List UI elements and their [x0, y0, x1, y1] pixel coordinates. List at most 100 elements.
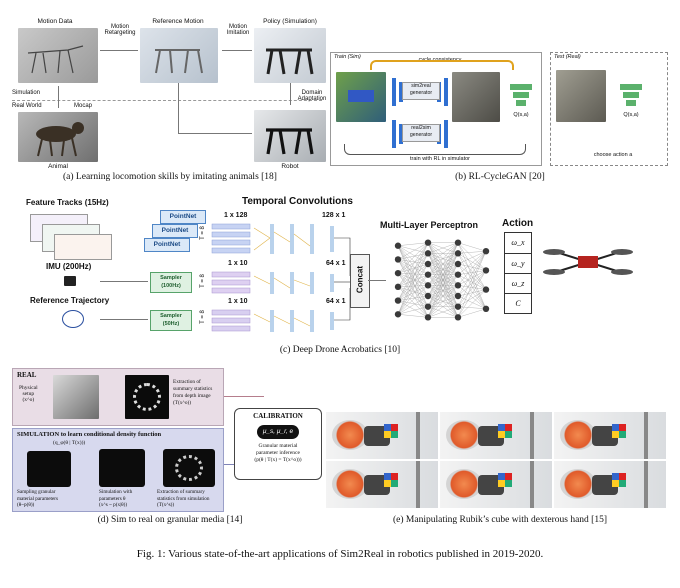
policy-sim-image: [254, 28, 326, 83]
cube-image: [612, 424, 626, 438]
mlp-edge: [457, 263, 487, 271]
mlp-edge: [397, 245, 429, 297]
rubiks-grid: [326, 412, 668, 510]
feature-track-images: [30, 214, 114, 260]
label-t8-1: T = 8: [199, 226, 206, 240]
figure-caption: Fig. 1: Various state-of-the-art applica…: [136, 548, 544, 560]
real-box: REAL Physical setup (x^o) Extraction of …: [12, 368, 224, 426]
caption-e: (e) Manipulating Rubik’s cube with dexte…: [393, 515, 607, 525]
hand-image: [364, 475, 390, 495]
flow-ref-down: [178, 83, 179, 133]
mlp-edge: [397, 242, 429, 301]
mlp-node: [454, 260, 462, 268]
mlp-edge: [427, 242, 459, 254]
mlp-node: [424, 260, 432, 268]
mlp-edge: [427, 274, 459, 318]
robot-arm-image: [560, 469, 596, 499]
mlp-edge: [397, 300, 429, 318]
label-temporal-conv: Temporal Convolutions: [242, 196, 353, 207]
mlp-edge: [457, 251, 487, 286]
mu-badge: μ_s, μ_r, e: [257, 425, 299, 439]
temporal-conv-graphic: [210, 222, 360, 342]
mlp-edge: [457, 253, 487, 309]
drone-image: [540, 242, 636, 282]
mlp-edge: [397, 245, 429, 307]
mlp-edge: [427, 295, 459, 318]
mlp-node: [454, 250, 462, 257]
robot-arm-image: [332, 420, 368, 450]
mlp-node: [482, 248, 490, 255]
hand-image: [592, 426, 618, 446]
mlp-edge: [457, 270, 487, 286]
q-network-2: [616, 82, 646, 122]
mlp-node: [394, 297, 402, 304]
label-calibration: CALIBRATION: [253, 412, 303, 420]
mlp-edge: [457, 251, 487, 275]
mlp-edge: [427, 242, 459, 265]
mlp-node: [424, 303, 432, 310]
pointnet-3: PointNet: [144, 238, 190, 252]
mlp-edge: [457, 306, 487, 309]
sampler-50: Sampler (50Hz): [150, 310, 192, 331]
stand-image: [644, 461, 648, 508]
mlp-edge: [457, 285, 487, 290]
label-extraction-sim: Extraction of summary statistics from si…: [157, 489, 210, 508]
mlp-edge: [397, 272, 429, 286]
mlp-edge: [397, 274, 429, 288]
arrow-imu-sampler: [100, 281, 148, 282]
mlp-edge: [457, 253, 487, 290]
mlp-edge: [397, 300, 429, 307]
mlp-node: [394, 242, 402, 249]
mlp-edge: [457, 274, 487, 290]
robot-arm-image: [446, 420, 482, 450]
mlp-edge: [457, 270, 487, 307]
mlp-edge: [457, 263, 487, 309]
label-dim-64x1-a: 64 x 1: [326, 260, 346, 267]
mlp-edge: [397, 263, 429, 301]
action-wx: ω_x: [505, 233, 531, 254]
rl-arc: [344, 144, 526, 155]
trajectory-loop-icon: [62, 310, 84, 328]
mlp-edge: [457, 289, 487, 307]
mlp-edge: [397, 273, 429, 307]
cube-image: [498, 424, 512, 438]
stand-image: [416, 461, 420, 508]
mlp-edge: [397, 245, 429, 318]
caption-a: (a) Learning locomotion skills by imitat…: [63, 172, 277, 182]
caption-b: (b) RL-CycleGAN [20]: [455, 172, 545, 182]
mlp-edge: [457, 270, 487, 318]
motion-data-image: [18, 28, 98, 83]
mlp-edge: [397, 306, 429, 315]
panel-c: Feature Tracks (15Hz) IMU (200Hz) Refere…: [10, 192, 670, 342]
mlp-edge: [397, 314, 429, 318]
rubiks-frame: [554, 412, 666, 459]
concat-block: Concat: [350, 254, 370, 308]
label-imu: IMU (200Hz): [46, 262, 92, 271]
mlp-edge: [397, 242, 429, 246]
cube-image: [384, 424, 398, 438]
action-wy: ω_y: [505, 254, 531, 274]
arrow-traj-sampler: [100, 319, 148, 320]
arrow-mocap: [58, 86, 59, 108]
sim2real-label-box: sim2real generator: [402, 82, 440, 100]
mlp-node: [454, 282, 462, 289]
mlp-edge: [457, 289, 487, 297]
mlp-edge: [427, 285, 459, 318]
robot-arm-image: [446, 469, 482, 499]
mlp-edge: [427, 242, 459, 297]
rubiks-frame: [440, 461, 552, 508]
stand-image: [416, 412, 420, 459]
arrow-retarget: [100, 50, 138, 51]
arrow-concat-mlp: [368, 280, 386, 281]
cycle-arc: [370, 60, 514, 70]
mlp-node: [424, 314, 432, 321]
sampling-image: [27, 451, 71, 487]
mlp-edge: [397, 253, 429, 315]
real-test-image: [556, 70, 606, 122]
stand-image: [530, 412, 534, 459]
mlp-node: [424, 292, 432, 300]
mlp-node: [424, 271, 432, 278]
mlp-edge: [457, 242, 487, 252]
mlp-edge: [427, 242, 459, 286]
label-dim-1x10-a: 1 x 10: [228, 260, 248, 267]
